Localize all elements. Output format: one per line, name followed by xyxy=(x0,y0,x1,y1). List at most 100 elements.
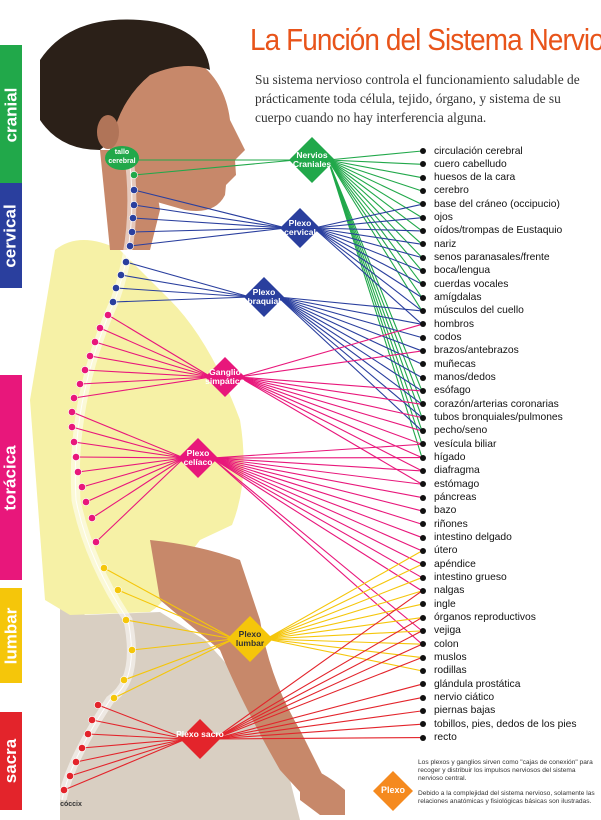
organ-dot-icon xyxy=(420,214,426,221)
organ-dot-icon xyxy=(420,267,426,274)
nerve-line xyxy=(265,638,423,672)
organ-dot-icon xyxy=(420,614,426,621)
nerve-line xyxy=(313,227,423,325)
spinal-node xyxy=(126,242,134,250)
nerve-line xyxy=(313,227,423,299)
page-subtitle: Su sistema nervioso controla el funciona… xyxy=(255,72,580,125)
nerve-line xyxy=(265,563,423,640)
nerve-line xyxy=(277,296,423,352)
nerve-line xyxy=(84,369,212,378)
nerve-line xyxy=(266,617,423,640)
spinal-node xyxy=(96,324,104,332)
organ-item: corazón/arterias coronarias xyxy=(420,398,559,411)
organ-label: estómago xyxy=(434,478,480,490)
nerve-line xyxy=(113,638,235,699)
organ-label: senos paranasales/frente xyxy=(434,252,550,264)
organ-label: muñecas xyxy=(434,358,476,370)
nerve-line xyxy=(117,589,235,640)
nerve-line xyxy=(87,733,187,740)
organ-label: órganos reproductivos xyxy=(434,612,536,624)
spinal-node xyxy=(66,772,74,780)
organ-label: glándula prostática xyxy=(434,678,521,690)
nerve-line xyxy=(327,159,423,418)
spinal-node xyxy=(86,352,94,360)
organ-dot-icon xyxy=(420,187,426,194)
spinal-node xyxy=(130,186,138,194)
plexus-celiac-icon xyxy=(178,438,218,478)
plexus-sacral-icon xyxy=(180,719,220,759)
organ-dot-icon xyxy=(420,427,426,434)
organ-dot-icon xyxy=(420,547,426,554)
organ-item: vesícula biliar xyxy=(420,438,496,451)
spinal-node xyxy=(88,716,96,724)
plexus-sympathetic-icon xyxy=(205,357,245,397)
spinal-node xyxy=(82,498,90,506)
organ-dot-icon xyxy=(420,401,426,408)
organ-dot-icon xyxy=(420,681,426,688)
organ-label: apéndice xyxy=(434,558,476,570)
nerve-line xyxy=(277,296,423,419)
nerve-line xyxy=(103,567,235,640)
nerve-line xyxy=(69,738,187,777)
organ-label: cuero cabelludo xyxy=(434,158,507,170)
plexus-lumbar-icon xyxy=(227,616,273,662)
nerve-line xyxy=(265,550,423,640)
organ-item: brazos/antebrazos xyxy=(420,344,519,357)
organ-item: recto xyxy=(420,731,457,744)
nerve-line xyxy=(125,619,234,640)
spinal-node xyxy=(68,408,76,416)
nerve-line xyxy=(266,638,423,645)
nerve-line xyxy=(277,296,423,379)
nerve-line xyxy=(277,296,423,312)
spinal-node xyxy=(78,483,86,491)
nerve-line xyxy=(313,227,423,285)
organ-item: base del cráneo (occipucio) xyxy=(420,198,560,211)
region-label: sacra xyxy=(1,738,20,784)
organ-label: colon xyxy=(434,638,459,650)
nerve-line xyxy=(238,376,423,419)
organ-label: músculos del cuello xyxy=(434,305,524,317)
nerve-line xyxy=(327,159,423,298)
organ-item: codos xyxy=(420,331,461,344)
nerve-line xyxy=(63,738,187,791)
nerve-line xyxy=(213,657,423,740)
organ-item: nervio ciático xyxy=(420,691,494,704)
organ-dot-icon xyxy=(420,148,426,154)
nerve-line xyxy=(211,457,423,499)
organ-item: rodillas xyxy=(420,664,467,677)
organ-dot-icon xyxy=(420,361,426,368)
organ-label: codos xyxy=(434,332,462,344)
organ-item: nariz xyxy=(420,238,456,251)
spinal-node xyxy=(74,468,82,476)
nerve-line xyxy=(125,261,251,298)
organ-item: músculos del cuello xyxy=(420,304,524,317)
organ-label: nervio ciático xyxy=(434,692,495,704)
organ-label: tubos bronquiales/pulmones xyxy=(434,412,563,424)
nerve-line xyxy=(238,376,423,459)
organ-item: estómago xyxy=(420,478,479,491)
region-1: cervical xyxy=(0,183,22,288)
organ-item: tubos bronquiales/pulmones xyxy=(420,411,563,424)
nerve-line xyxy=(211,457,423,592)
spinal-node xyxy=(117,271,125,279)
organ-dot-icon xyxy=(420,307,426,314)
nerve-line xyxy=(213,630,423,740)
spinal-node xyxy=(94,701,102,709)
plexus-cranial-icon xyxy=(289,137,335,183)
nerve-line xyxy=(211,457,423,645)
nerve-line xyxy=(327,159,423,259)
region-label: cranial xyxy=(1,87,20,143)
organ-dot-icon xyxy=(420,161,426,168)
plexus-diamonds xyxy=(105,137,335,759)
organ-label: circulación cerebral xyxy=(434,145,523,157)
organ-label: cuerdas vocales xyxy=(434,278,509,290)
organ-label: vesícula biliar xyxy=(434,438,497,450)
spinal-node xyxy=(91,338,99,346)
nerve-line xyxy=(265,577,423,640)
legend-note-2: Debido a la complejidad del sistema nerv… xyxy=(418,790,595,805)
organ-label: hombros xyxy=(434,318,475,330)
nerve-line xyxy=(79,376,212,385)
nerve-line xyxy=(73,441,185,459)
organ-dot-icon xyxy=(420,494,426,501)
nerve-line xyxy=(77,457,185,473)
